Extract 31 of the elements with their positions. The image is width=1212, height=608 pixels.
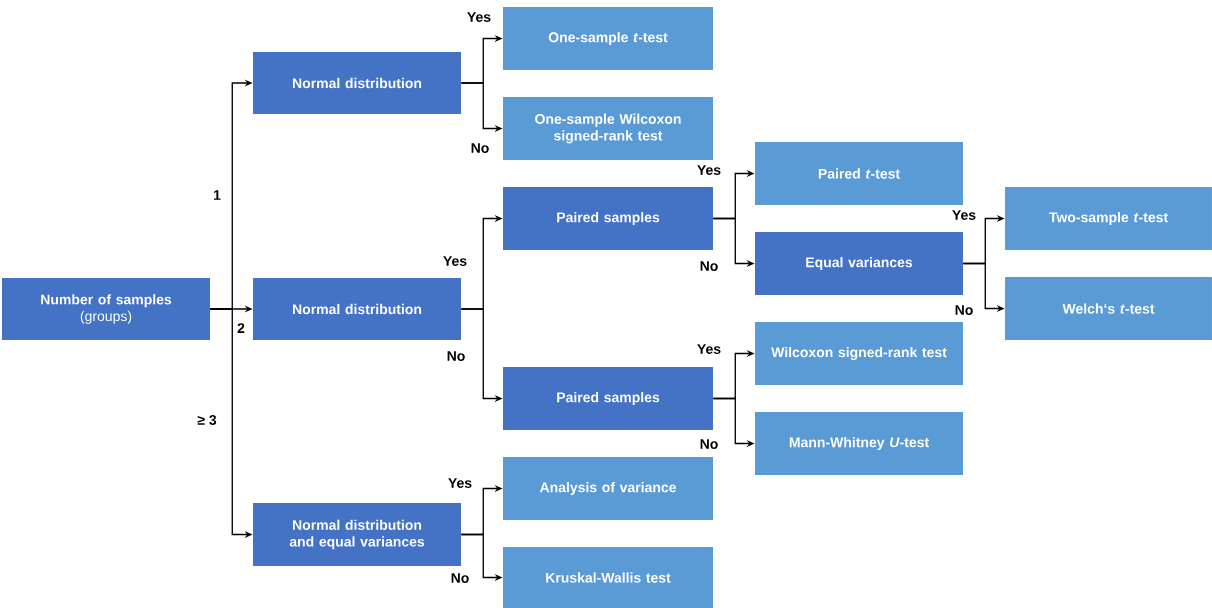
edge-label: No [449,571,471,585]
edge-label: 1 [211,188,223,202]
edge-label: No [469,141,491,155]
decision-box: Paired samples [503,187,713,250]
decision-box: Paired samples [503,367,713,430]
edge-label: Yes [950,208,978,222]
test-box: Kruskal-Wallis test [503,547,713,608]
edge-label: Yes [695,342,723,356]
edge-label: No [698,437,720,451]
edge-label: Yes [446,476,474,490]
decision-box: Equal variances [755,232,963,295]
test-box: Analysis of variance [503,457,713,520]
decision-box: Normal distribution and equal variances [253,503,461,566]
test-box: One-sample t-test [503,7,713,70]
edge-label: Yes [695,163,723,177]
edge-label: No [698,259,720,273]
edge-label: No [445,349,467,363]
decision-box: Normal distribution [253,278,461,340]
test-box: Wilcoxon signed-rank test [755,322,963,385]
edge-label: 2 [235,321,247,335]
decision-box: Number of samples (groups) [2,278,210,340]
test-box: Paired t-test [755,142,963,205]
edge-label: Yes [465,10,493,24]
edge-label: No [953,303,975,317]
decision-box: Normal distribution [253,52,461,114]
test-box: Welch‘s t-test [1005,277,1212,340]
edge-label: Yes [441,254,469,268]
edge-label: ≥ 3 [196,413,218,427]
test-box: One-sample Wilcoxon signed-rank test [503,97,713,160]
test-box: Two-sample t-test [1005,187,1212,250]
test-box: Mann-Whitney U-test [755,412,963,475]
